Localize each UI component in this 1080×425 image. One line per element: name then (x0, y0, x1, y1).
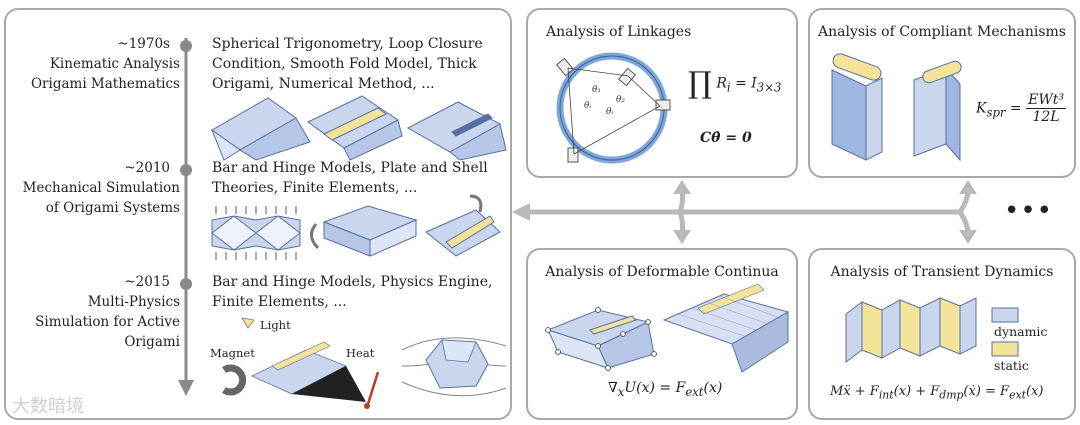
era-2010-methods: Bar and Hinge Models, Plate and Shell Th… (212, 160, 488, 196)
svg-text:θᵢ: θᵢ (584, 101, 591, 111)
timeline-axis (178, 38, 507, 409)
svg-text:θᵢ: θᵢ (606, 107, 613, 117)
era-2015-methods: Bar and Hinge Models, Physics Engine, Fi… (212, 274, 493, 310)
light-icon (241, 317, 255, 329)
arrow-head-transient (959, 230, 977, 244)
loop-closure-equation: ∏ Ri = I3×3 (688, 66, 782, 101)
constraint-equation: Cθ̇ = 0 (700, 130, 752, 146)
continua-mesh-diagram (545, 283, 790, 373)
panel-title: Analysis of Transient Dynamics (830, 264, 1054, 280)
arrow-head-continua (673, 230, 691, 244)
panel-deformable-continua: Analysis of Deformable Continua ∇xU(x) =… (526, 248, 798, 420)
era-1970s: ~1970s Kinematic Analysis Origami Mathem… (30, 36, 180, 92)
legend-static-swatch (991, 341, 1019, 357)
equation-of-motion: Mẍ + Fint(x) + Fdmp(ẋ) = Fext(x) (830, 384, 1044, 402)
linkage-loop-diagram: θ₁ θ₂ θᵢ θᵢ (555, 52, 671, 164)
era-2015: ~2015 Multi-Physics Simulation for Activ… (35, 274, 180, 350)
mechanical-origami-figures (211, 194, 501, 260)
panel-linkages: Analysis of Linkages θ₁ θ₂ θᵢ θᵢ ∏ Ri = I3… (526, 8, 798, 178)
legend-dynamic-label: dynamic (994, 324, 1048, 339)
panel-transient-dynamics: Analysis of Transient Dynamics dynamic s… (808, 248, 1076, 420)
legend-dynamic-swatch (991, 307, 1019, 323)
panel-title: Analysis of Linkages (546, 24, 692, 40)
transient-accordion-diagram (845, 297, 1019, 363)
era-dot-1970s (180, 40, 192, 52)
magnet-icon (222, 364, 247, 396)
label-heat: Heat (346, 346, 375, 360)
panel-compliant-mechanisms: Analysis of Compliant Mechanisms Kspr = … (808, 8, 1076, 178)
heat-icon (366, 371, 380, 405)
spring-stiffness-equation: Kspr = EWt³ 12L (976, 92, 1066, 125)
kinematic-origami-figures (210, 95, 507, 161)
label-light: Light (260, 318, 291, 332)
panel-title: Analysis of Deformable Continua (545, 264, 779, 280)
svg-text:θ₁: θ₁ (592, 85, 601, 95)
era-dot-2010 (180, 164, 192, 176)
arrow-head-linkages (673, 180, 691, 194)
label-magnet: Magnet (210, 346, 255, 360)
arrow-head-left (512, 203, 530, 221)
history-timeline-panel: ~1970s Kinematic Analysis Origami Mathem… (4, 8, 512, 420)
more-indicator: ••• (1004, 196, 1054, 226)
equilibrium-equation: ∇xU(x) = Fext(x) (608, 380, 723, 399)
era-dot-2015 (180, 278, 192, 290)
arrow-head-compliant (959, 180, 977, 194)
legend-static-label: static (994, 358, 1029, 373)
era-1970s-methods: Spherical Trigonometry, Loop Closure Con… (212, 36, 483, 92)
svg-text:θ₂: θ₂ (616, 95, 625, 105)
panel-title: Analysis of Compliant Mechanisms (818, 24, 1066, 40)
watermark-logo: 大数暗境 (12, 396, 84, 417)
compliant-hinge-diagram (831, 53, 962, 162)
era-2010: ~2010 Mechanical Simulation of Origami S… (22, 160, 180, 216)
multiphysics-origami-figures (222, 317, 507, 409)
